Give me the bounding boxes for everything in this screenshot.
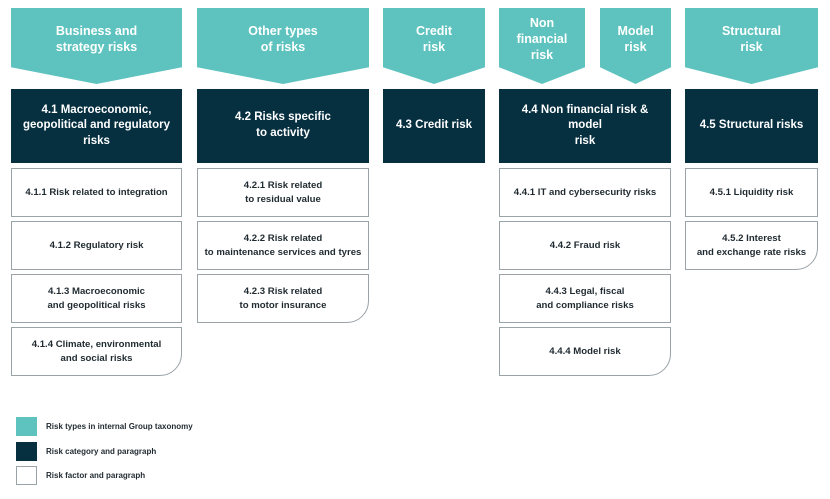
legend-swatch-taxonomy [16,417,37,436]
factor-4-4-4: 4.4.4 Model risk [499,327,671,376]
factor-4-4-3: 4.4.3 Legal, fiscal and compliance risks [499,274,671,323]
taxonomy-structural: Structural risk [685,8,818,84]
factor-4-1-3: 4.1.3 Macroeconomic and geopolitical ris… [11,274,182,323]
category-4-3: 4.3 Credit risk [383,89,485,163]
category-4-1: 4.1 Macroeconomic, geopolitical and regu… [11,89,182,163]
legend-label-factor: Risk factor and paragraph [46,471,146,480]
factor-4-1-4: 4.1.4 Climate, environmental and social … [11,327,182,376]
legend-swatch-factor [16,466,37,485]
category-4-2: 4.2 Risks specific to activity [197,89,369,163]
factor-4-4-2: 4.4.2 Fraud risk [499,221,671,270]
taxonomy-credit: Credit risk [383,8,485,84]
factor-4-1-2: 4.1.2 Regulatory risk [11,221,182,270]
factor-4-2-3: 4.2.3 Risk related to motor insurance [197,274,369,323]
taxonomy-other-types: Other types of risks [197,8,369,84]
factor-4-2-1: 4.2.1 Risk related to residual value [197,168,369,217]
taxonomy-non-financial: Non financial risk [499,8,585,84]
factor-4-1-1: 4.1.1 Risk related to integration [11,168,182,217]
taxonomy-business-strategy: Business and strategy risks [11,8,182,84]
taxonomy-model: Model risk [600,8,671,84]
factor-4-5-1: 4.5.1 Liquidity risk [685,168,818,217]
legend-label-taxonomy: Risk types in internal Group taxonomy [46,422,193,431]
legend-swatch-category [16,442,37,461]
factor-4-4-1: 4.4.1 IT and cybersecurity risks [499,168,671,217]
factor-4-5-2: 4.5.2 Interest and exchange rate risks [685,221,818,270]
category-4-4: 4.4 Non financial risk & model risk [499,89,671,163]
factor-4-2-2: 4.2.2 Risk related to maintenance servic… [197,221,369,270]
legend-label-category: Risk category and paragraph [46,447,157,456]
category-4-5: 4.5 Structural risks [685,89,818,163]
